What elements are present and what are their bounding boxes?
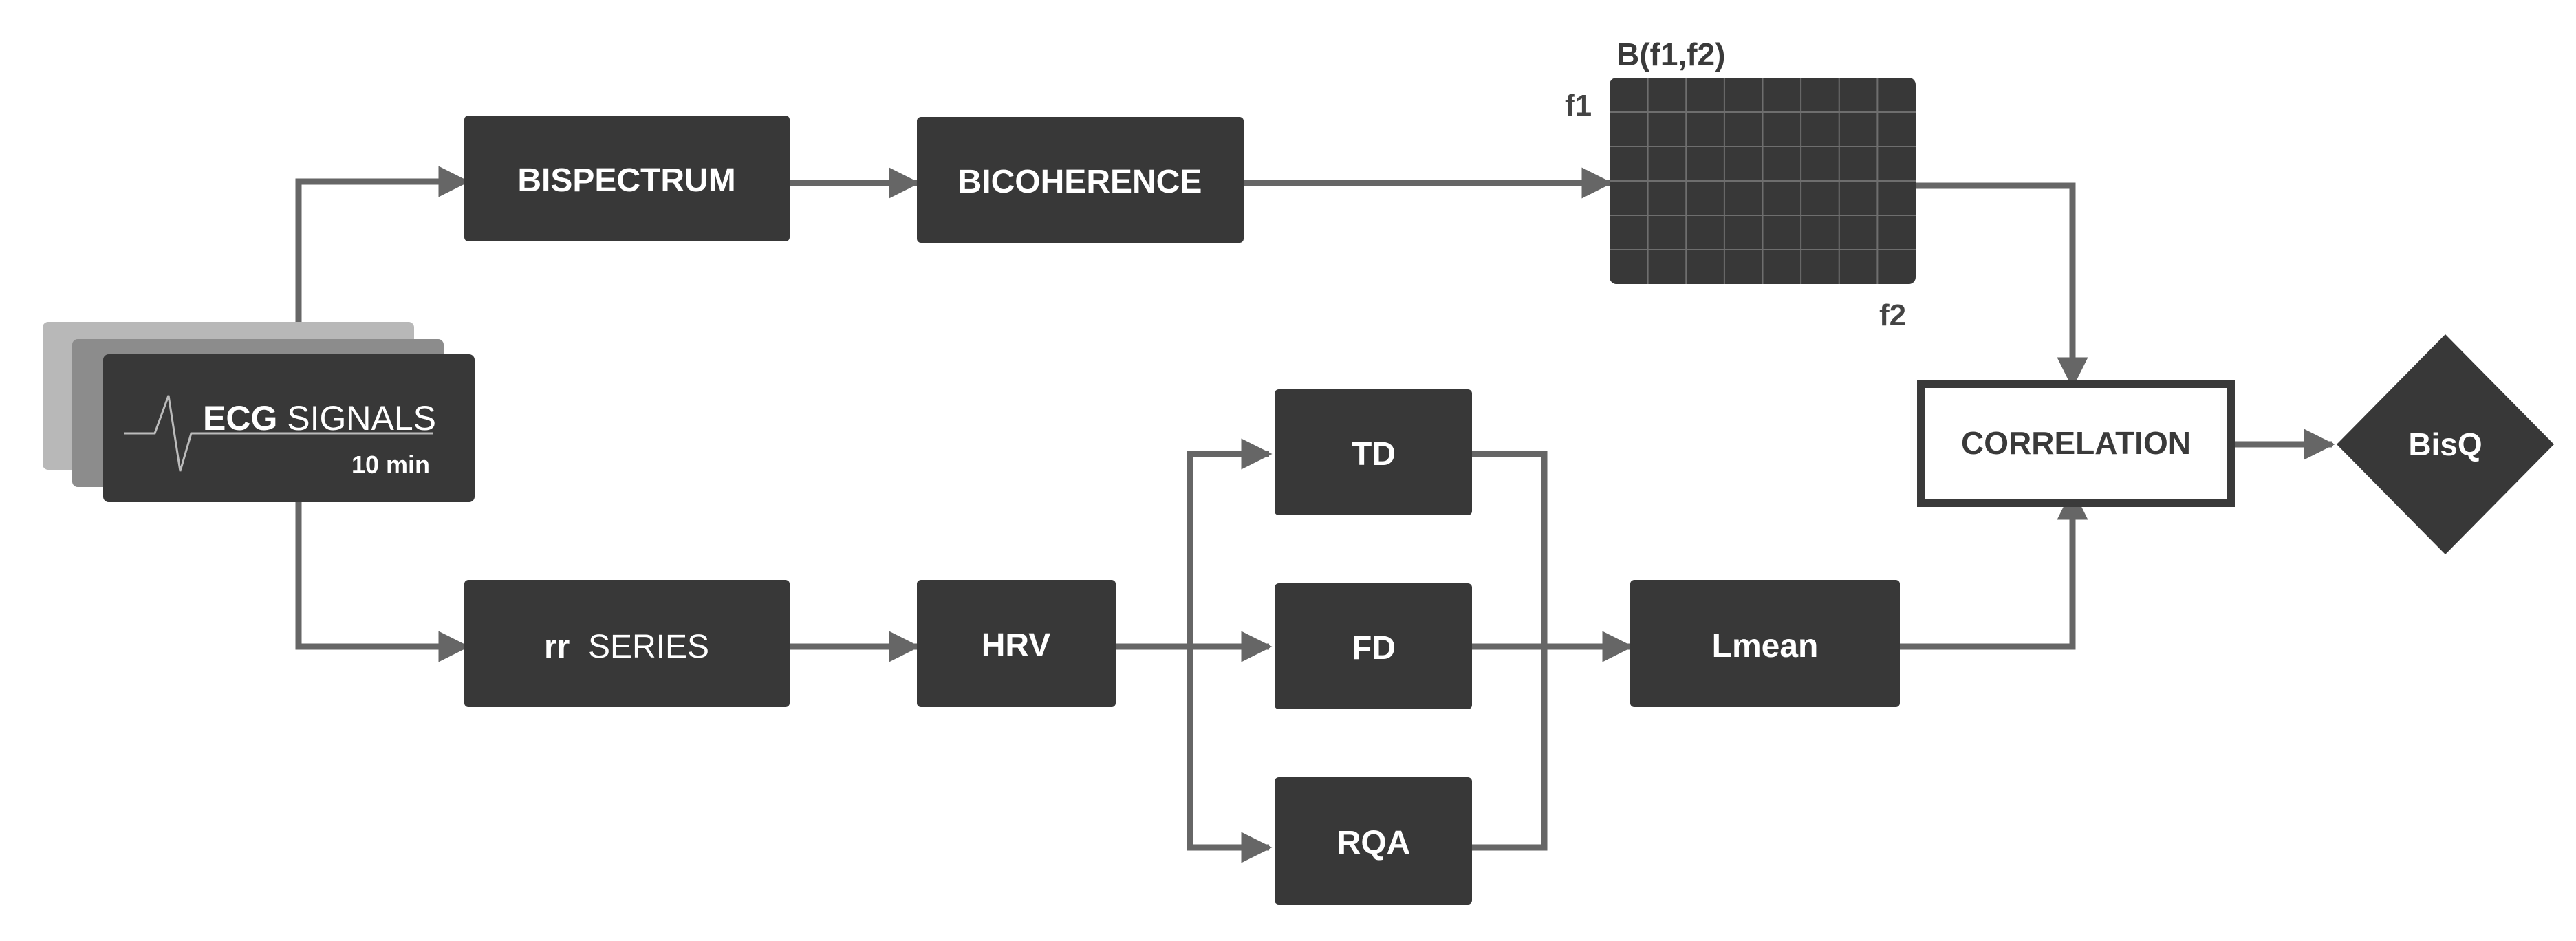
correlation-node: CORRELATION (1917, 380, 2235, 507)
bispectrum-grid-lines (1610, 78, 1916, 284)
bispectrum-map-title: B(f1,f2) (1616, 36, 1725, 72)
correlation-label: CORRELATION (1961, 425, 2191, 461)
td-label: TD (1352, 436, 1396, 473)
rqa-box (1275, 777, 1472, 905)
rr-label-rest: SERIES (570, 629, 709, 665)
hrv-box (917, 580, 1116, 707)
fd-box (1275, 583, 1472, 709)
ecg-signals-label: ECG SIGNALS (203, 399, 436, 437)
ecg-label-bold: ECG (203, 399, 277, 437)
line-rqa-merge (1472, 647, 1548, 851)
td-node: TD (1275, 389, 1472, 515)
arrow-ecg-to-bispectrum (295, 166, 470, 358)
line-td-merge (1472, 451, 1548, 647)
bispectrum-box (464, 116, 790, 241)
arrow-lmean-to-correlation (1900, 488, 2088, 650)
ecg-waveform-icon (124, 395, 433, 472)
connectors (295, 166, 2335, 863)
arrow-hrv-to-rqa (1187, 647, 1273, 863)
hrv-node: HRV (917, 580, 1116, 707)
bicoherence-node: BICOHERENCE (917, 117, 1244, 243)
lmean-node: Lmean (1630, 580, 1900, 707)
bisq-node: BisQ (2337, 334, 2554, 554)
td-box (1275, 389, 1472, 515)
axis-f2-label: f2 (1879, 299, 1906, 332)
rr-series-label: rr SERIES (544, 629, 709, 665)
lmean-box (1630, 580, 1900, 707)
lmean-label: Lmean (1712, 628, 1819, 664)
correlation-box (1917, 380, 2235, 507)
arrow-map-to-correlation (1916, 182, 2088, 389)
fd-label: FD (1352, 630, 1396, 667)
rr-label-bold: rr (544, 629, 570, 665)
bispectrum-label: BISPECTRUM (517, 162, 735, 199)
ecg-duration-label: 10 min (351, 451, 430, 479)
ecg-stack-front (103, 354, 475, 502)
bisq-label: BisQ (2408, 426, 2482, 462)
rr-series-box (464, 580, 790, 707)
bicoherence-box (917, 117, 1244, 243)
rr-series-node: rr SERIES (464, 580, 790, 707)
fd-node: FD (1275, 583, 1472, 709)
bispectrum-map-node: B(f1,f2) f1 f2 (1565, 36, 1916, 332)
axis-f1-label: f1 (1565, 89, 1592, 122)
arrow-ecg-to-rr-series (295, 502, 470, 662)
bisq-diamond (2337, 334, 2554, 554)
ecg-signals-node: ECG SIGNALS 10 min (43, 322, 475, 502)
hrv-label: HRV (982, 627, 1050, 664)
ecg-label-rest: SIGNALS (277, 399, 436, 437)
arrow-hrv-to-td (1187, 438, 1273, 647)
rqa-node: RQA (1275, 777, 1472, 905)
bicoherence-label: BICOHERENCE (958, 164, 1202, 200)
rqa-label: RQA (1337, 825, 1411, 861)
bispectrum-node: BISPECTRUM (464, 116, 790, 241)
